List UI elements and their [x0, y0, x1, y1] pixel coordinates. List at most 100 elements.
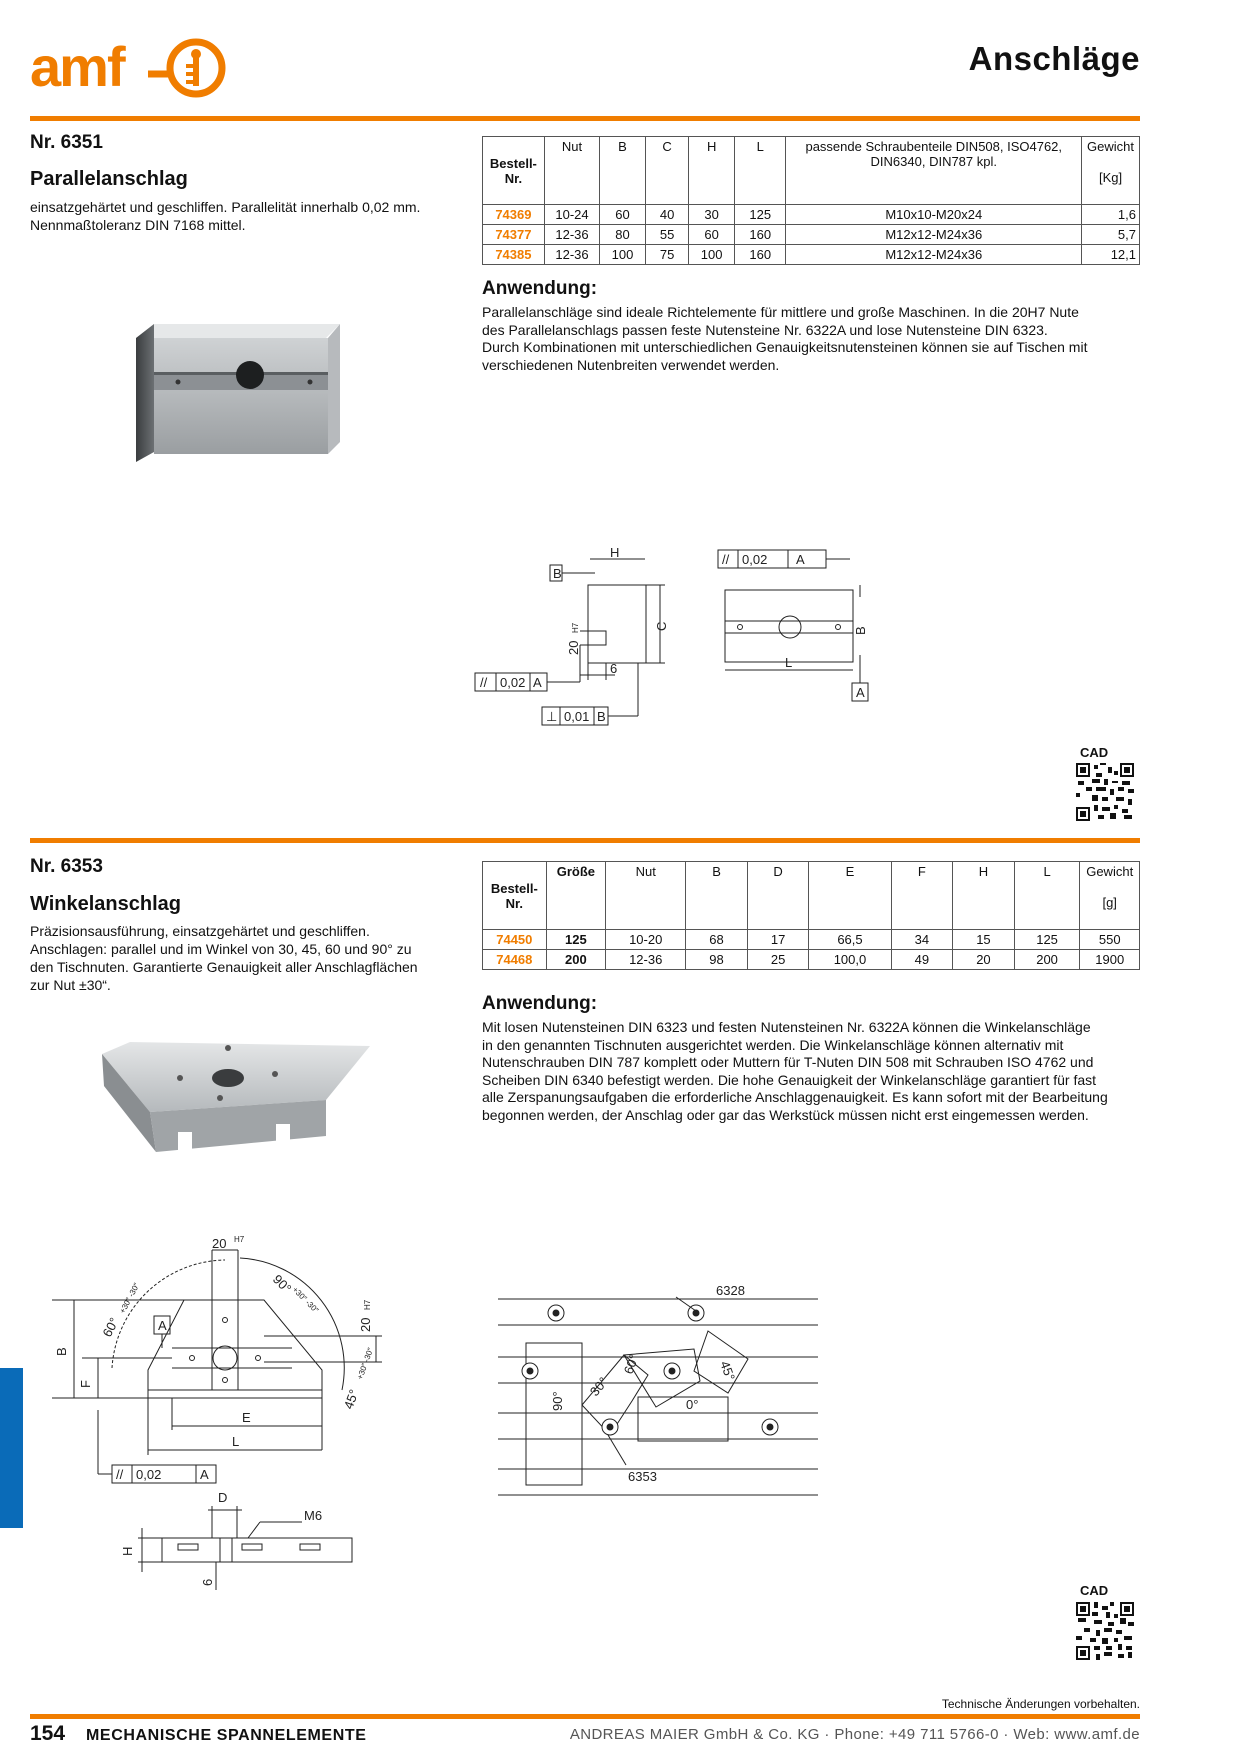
anwendung-heading: Anwendung:	[482, 993, 598, 1014]
svg-text://: //	[480, 675, 488, 690]
cell: M12x12-M24x36	[785, 224, 1083, 245]
side-profile	[161, 1537, 353, 1563]
cad-label: CAD	[1080, 1583, 1109, 1598]
label-b: B	[553, 566, 562, 581]
svg-text:amf: amf	[30, 35, 126, 98]
cell: 160	[733, 244, 787, 265]
label-tol3: 0,02	[742, 552, 767, 567]
order-code-link[interactable]: 74377	[482, 224, 545, 245]
label-six: 6	[610, 661, 617, 676]
datum-box	[851, 682, 869, 702]
angle-stop-drawing: 20 H7 60° +30″ -30″ 90° +30″ -30″ 45° +3…	[52, 1235, 412, 1590]
text-line: Durch Kombinationen mit unterschiedliche…	[482, 339, 1088, 355]
cell: 20	[952, 949, 1015, 970]
label-ref-a3: A	[856, 685, 865, 700]
label-tol1: 0,02	[500, 675, 525, 690]
order-code-link[interactable]: 74450	[482, 929, 547, 950]
desc-line: den Tischnuten. Garantierte Genauigkeit …	[30, 959, 418, 975]
text-line: Nutenschrauben DIN 787 komplett oder Mut…	[482, 1054, 1094, 1070]
label-0: 0°	[686, 1397, 698, 1412]
desc-line: Nennmaßtoleranz DIN 7168 mittel.	[30, 217, 246, 233]
label-90: 90°	[270, 1272, 295, 1297]
table-row: 74377 12-36 80 55 60 160 M12x12-M24x36 5…	[482, 224, 1140, 245]
label-45-tol: +30″ -30″	[355, 1346, 375, 1380]
table-row: 74369 10-24 60 40 30 125 M10x10-M20x24 1…	[482, 204, 1140, 225]
label-tol: 0,02	[136, 1467, 161, 1482]
col-b: B	[685, 861, 748, 930]
cell: 160	[733, 224, 787, 245]
anwendung-heading: Anwendung:	[482, 278, 598, 299]
cad-label: CAD	[1080, 745, 1109, 760]
label-45: 45°	[717, 1359, 738, 1383]
label-90-tol: +30″ -30″	[291, 1285, 321, 1315]
label-l: L	[232, 1434, 239, 1449]
label-60-tol: +30″ -30″	[118, 1281, 142, 1315]
label-d: D	[218, 1490, 227, 1505]
cell: 12,1	[1081, 244, 1140, 265]
col-bestell: Bestell-Nr.	[482, 136, 545, 205]
table-row: 74468 200 12-36 98 25 100,0 49 20 200 19…	[482, 949, 1140, 970]
gewicht-unit: [g]	[1102, 895, 1117, 910]
spec-table-6351: Bestell-Nr. Nut B C H L passende Schraub…	[482, 136, 1140, 265]
order-code-link[interactable]: 74369	[482, 204, 545, 225]
col-l: L	[1013, 861, 1081, 930]
cell: 30	[688, 204, 735, 225]
label-45: 45°	[341, 1387, 362, 1411]
product-description: einsatzgehärtet und geschliffen. Paralle…	[30, 198, 450, 234]
label-ref-a: A	[533, 675, 542, 690]
label-nut: 20	[212, 1236, 226, 1251]
gewicht-label: Gewicht	[1087, 139, 1134, 154]
svg-text:⊥: ⊥	[546, 709, 557, 724]
order-code-link[interactable]: 74385	[482, 244, 545, 265]
col-l: L	[733, 136, 787, 205]
table-row: 74450 125 10-20 68 17 66,5 34 15 125 550	[482, 929, 1140, 950]
cell: 80	[599, 224, 646, 245]
text-line: begonnen werden, der Anschlag oder gar d…	[482, 1106, 1089, 1123]
label-nut: 20	[566, 641, 581, 655]
cell: 125	[545, 929, 607, 950]
text-line: verschiedenen Nutenbreiten verwendet wer…	[482, 356, 780, 373]
amf-logo: amf	[30, 35, 230, 100]
label-nut2-tol: H7	[363, 1299, 372, 1310]
label-nut-tol: H7	[571, 622, 580, 633]
cell: 12-36	[605, 949, 687, 970]
label-m6: M6	[304, 1508, 322, 1523]
spec-table-6353: Bestell-Nr. Größe Nut B D E F H L Gewich…	[482, 861, 1140, 970]
cell: 200	[545, 949, 607, 970]
cad-qr-code[interactable]	[1076, 1602, 1134, 1660]
cell: 5,7	[1081, 224, 1140, 245]
col-e: E	[808, 861, 892, 930]
text-line: Scheiben DIN 6340 befestigt werden. Die …	[482, 1071, 1097, 1088]
angle-stop-usage-drawing: 90° 0° 30° 60° 45° 6328 6353	[498, 1283, 828, 1505]
cad-qr-code[interactable]	[1076, 763, 1134, 821]
cell: 200	[1013, 949, 1081, 970]
col-d: D	[746, 861, 810, 930]
cell: 60	[688, 224, 735, 245]
label-60: 60°	[621, 1352, 642, 1376]
product-number: Nr. 6351	[30, 132, 103, 153]
cell: 12-36	[543, 224, 601, 245]
cell: 100	[688, 244, 735, 265]
angle-stop	[623, 1348, 701, 1408]
text-line: Parallelanschläge sind ideale Richteleme…	[482, 304, 1079, 320]
col-nut: Nut	[605, 861, 687, 930]
text-line: Mit losen Nutensteinen DIN 6323 und fest…	[482, 1019, 1091, 1035]
col-groesse: Größe	[545, 861, 607, 930]
label-6328: 6328	[716, 1283, 745, 1298]
col-h: H	[688, 136, 735, 205]
col-gewicht: Gewicht [g]	[1079, 861, 1140, 930]
desc-line: Präzisionsausführung, einsatzgehärtet un…	[30, 923, 370, 939]
product-name: Parallelanschlag	[30, 168, 188, 190]
angle-stop-outline	[147, 1299, 323, 1391]
order-code-link[interactable]: 74468	[482, 949, 547, 970]
label-f: F	[78, 1380, 93, 1388]
svg-text://: //	[116, 1467, 124, 1482]
section-rule	[30, 838, 1140, 843]
product-number: Nr. 6353	[30, 856, 103, 877]
cell: 100,0	[808, 949, 892, 970]
disclaimer-note: Technische Änderungen vorbehalten.	[941, 1697, 1140, 1711]
page-number: 154	[30, 1722, 66, 1745]
text-line: in den genannten Tischnuten ausgerichtet…	[482, 1036, 1064, 1053]
col-nut: Nut	[543, 136, 601, 205]
cell: 60	[599, 204, 646, 225]
